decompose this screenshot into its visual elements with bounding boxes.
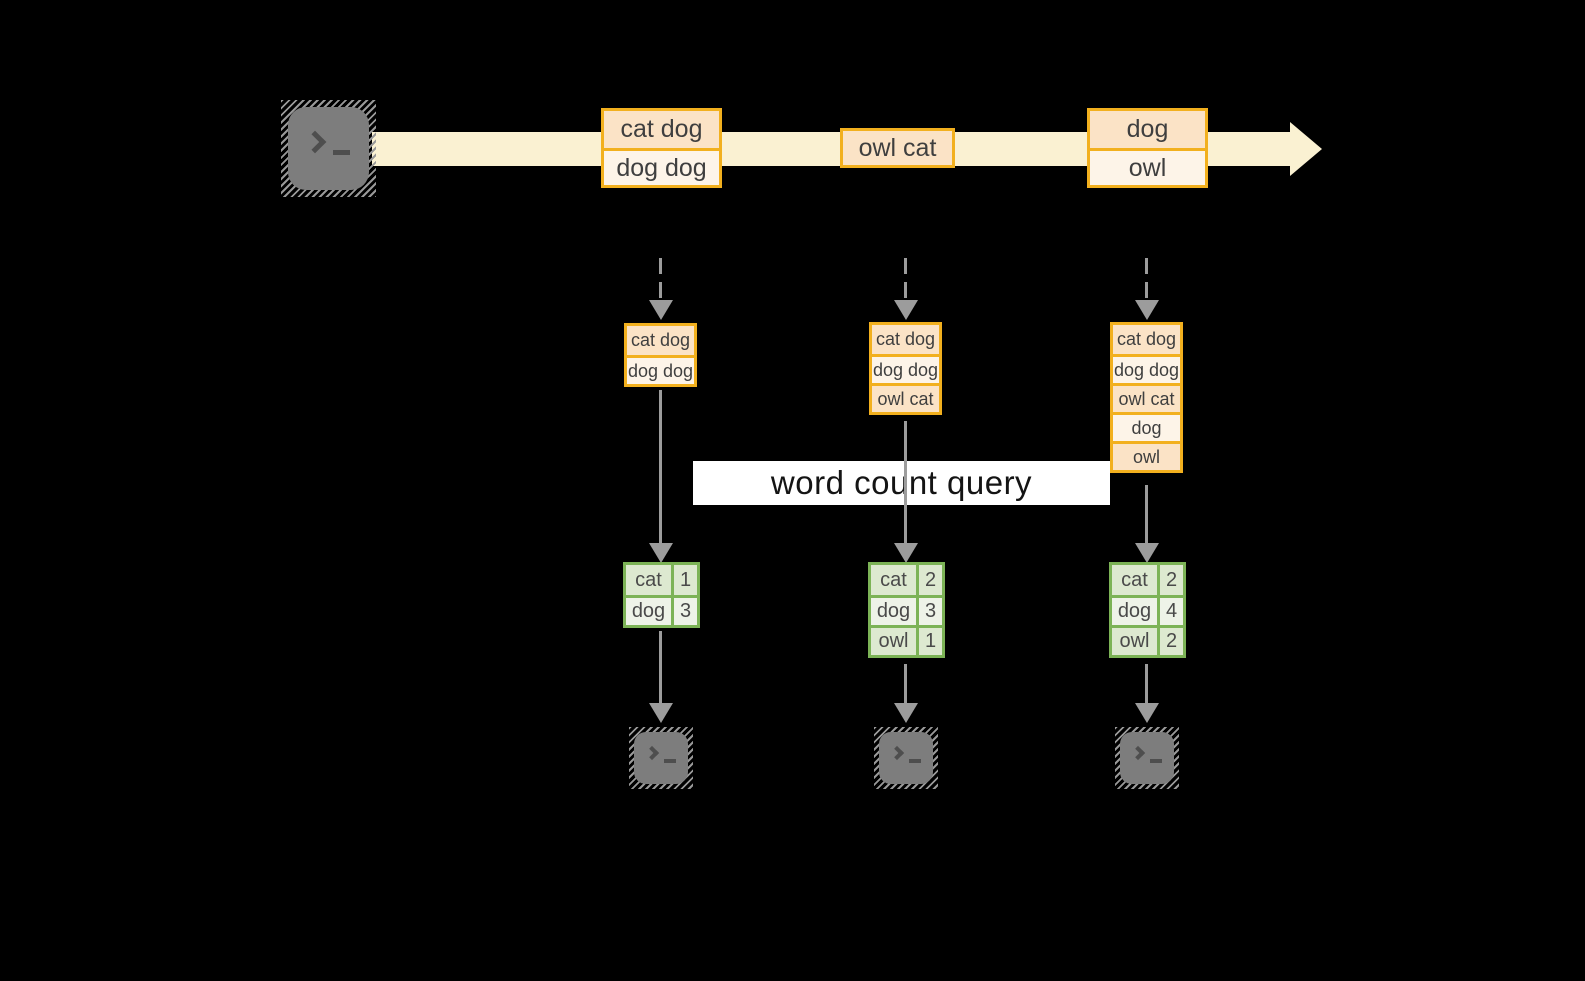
record-cell: dog dog: [872, 354, 939, 383]
arrow-head: [1135, 543, 1159, 563]
output-terminal-icon-1: [629, 727, 693, 789]
arrow-line: [659, 390, 662, 543]
count-word: cat: [626, 565, 671, 595]
count-word: dog: [626, 598, 671, 625]
record-cell: cat dog: [627, 326, 694, 355]
underscore-cursor-icon: [663, 759, 676, 763]
arrow-head: [649, 543, 673, 563]
arrow-line: [904, 421, 907, 543]
record-cell: dog: [1113, 412, 1180, 441]
stream-record: cat dog: [604, 111, 719, 148]
count-table-3: cat 2 dog 4 owl 2: [1109, 562, 1186, 658]
record-cell: dog dog: [1113, 354, 1180, 383]
arrow-head: [649, 703, 673, 723]
count-word: dog: [1112, 598, 1157, 625]
count-table-1: cat 1 dog 3: [623, 562, 700, 628]
count-value: 1: [671, 565, 697, 595]
accumulated-records-3: cat dog dog dog owl cat dog owl: [1110, 322, 1183, 473]
count-row: owl 2: [1112, 625, 1183, 655]
arrow-head: [1135, 703, 1159, 723]
stream-record: dog: [1090, 111, 1205, 148]
stream-record: dog dog: [604, 148, 719, 185]
record-cell: owl: [1113, 441, 1180, 470]
dashed-arrow-line: [659, 258, 662, 300]
dashed-arrow-line: [1145, 258, 1148, 300]
arrow-line: [1145, 664, 1148, 703]
accumulated-records-2: cat dog dog dog owl cat: [869, 322, 942, 415]
underscore-cursor-icon: [333, 150, 350, 155]
record-cell: dog dog: [627, 355, 694, 384]
count-word: owl: [871, 628, 916, 655]
arrow-line: [904, 664, 907, 703]
chevron-right-icon: [1130, 745, 1145, 761]
count-value: 3: [671, 598, 697, 625]
arrow-head: [894, 703, 918, 723]
stream-record: owl: [1090, 148, 1205, 185]
dashed-arrow-head: [1135, 300, 1159, 320]
record-cell: cat dog: [1113, 325, 1180, 354]
stream-record: owl cat: [843, 131, 952, 165]
terminal-prompt-icon: [879, 732, 933, 784]
count-word: owl: [1112, 628, 1157, 655]
record-cell: cat dog: [872, 325, 939, 354]
chevron-right-icon: [303, 130, 327, 153]
count-row: cat 2: [871, 565, 942, 595]
output-terminal-icon-3: [1115, 727, 1179, 789]
stream-message-1: cat dog dog dog: [601, 108, 722, 188]
count-row: cat 2: [1112, 565, 1183, 595]
count-table-2: cat 2 dog 3 owl 1: [868, 562, 945, 658]
terminal-prompt-icon: [1120, 732, 1174, 784]
word-count-query-label: word count query: [693, 461, 1110, 505]
count-row: owl 1: [871, 625, 942, 655]
dashed-arrow-line: [904, 258, 907, 300]
terminal-prompt-icon: [634, 732, 688, 784]
chevron-right-icon: [889, 745, 904, 761]
count-word: dog: [871, 598, 916, 625]
count-value: 2: [1157, 565, 1183, 595]
underscore-cursor-icon: [908, 759, 921, 763]
record-cell: owl cat: [1113, 383, 1180, 412]
stream-arrowhead: [1290, 122, 1322, 176]
source-terminal-icon: [281, 100, 376, 197]
stream-message-2: owl cat: [840, 128, 955, 168]
dashed-arrow-head: [894, 300, 918, 320]
output-terminal-icon-2: [874, 727, 938, 789]
count-row: dog 3: [871, 595, 942, 625]
count-value: 4: [1157, 598, 1183, 625]
count-value: 2: [1157, 628, 1183, 655]
count-value: 2: [916, 565, 942, 595]
count-value: 1: [916, 628, 942, 655]
underscore-cursor-icon: [1149, 759, 1162, 763]
accumulated-records-1: cat dog dog dog: [624, 323, 697, 387]
count-row: dog 3: [626, 595, 697, 625]
stream-message-3: dog owl: [1087, 108, 1208, 188]
count-value: 3: [916, 598, 942, 625]
chevron-right-icon: [644, 745, 659, 761]
count-row: cat 1: [626, 565, 697, 595]
arrow-head: [894, 543, 918, 563]
count-row: dog 4: [1112, 595, 1183, 625]
arrow-line: [659, 631, 662, 703]
dashed-arrow-head: [649, 300, 673, 320]
arrow-line: [1145, 485, 1148, 543]
record-cell: owl cat: [872, 383, 939, 412]
terminal-prompt-icon: [288, 107, 369, 190]
count-word: cat: [1112, 565, 1157, 595]
count-word: cat: [871, 565, 916, 595]
